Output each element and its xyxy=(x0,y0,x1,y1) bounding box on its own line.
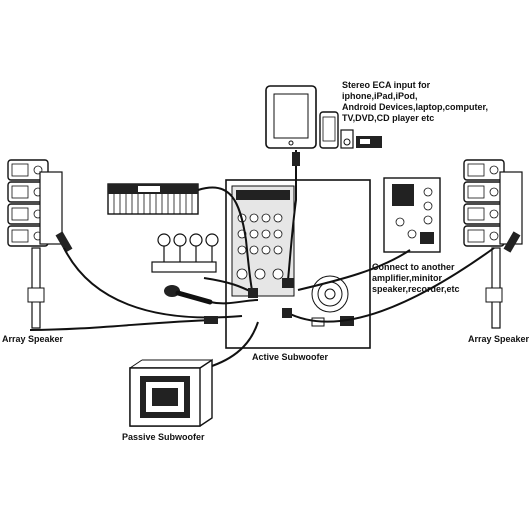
passive-subwoofer-label: Passive Subwoofer xyxy=(122,432,205,442)
tablet-icon xyxy=(265,85,317,149)
amplifier-module-icon xyxy=(383,177,441,253)
array-speaker-right-icon xyxy=(463,159,523,329)
cable-plugs xyxy=(204,152,300,324)
cable-lines xyxy=(29,150,495,367)
phone-icon xyxy=(319,111,339,149)
active-subwoofer-panel xyxy=(225,179,371,349)
mp3-player-icon xyxy=(340,129,354,149)
mixer-panel-icon xyxy=(231,185,295,297)
array-speaker-left-icon xyxy=(7,159,73,329)
array-speaker-right-label: Array Speaker xyxy=(468,334,530,344)
stereo-input-label: Stereo ECA input for iphone,iPad,iPod, A… xyxy=(342,80,489,123)
passive-subwoofer-icon xyxy=(129,358,213,427)
connect-another-label: Connect to another amplifier,minitor spe… xyxy=(372,262,460,294)
active-subwoofer-label: Active Subwoofer xyxy=(252,352,329,362)
cd-player-icon xyxy=(356,136,382,148)
microphone-set-icon xyxy=(151,233,219,273)
array-speaker-left-label: Array Speaker xyxy=(2,334,64,344)
handheld-microphone-icon xyxy=(164,285,213,305)
keyboard-icon xyxy=(107,183,199,215)
